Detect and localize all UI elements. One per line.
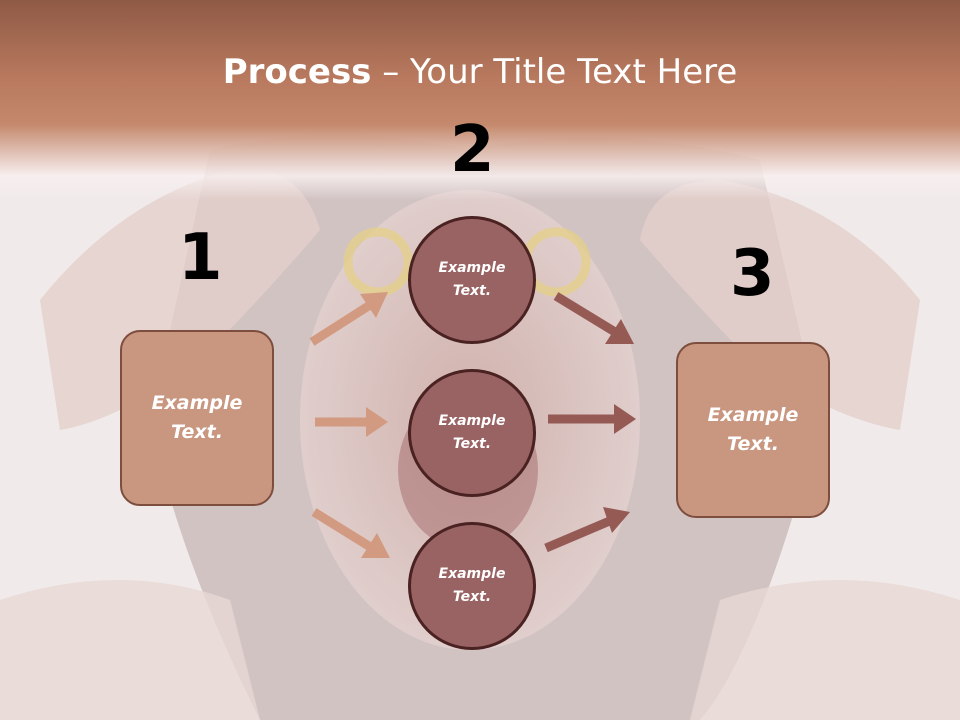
step-3-box: Example Text. xyxy=(676,342,830,518)
step-number-1: 1 xyxy=(178,221,223,295)
arrow-left-middle xyxy=(315,407,388,437)
step-2-text-bottom: Example Text. xyxy=(438,566,506,605)
arrow-right-middle xyxy=(548,404,636,434)
title-bold: Process xyxy=(222,52,372,92)
step-2-circle-bottom: Example Text. xyxy=(408,522,536,650)
arrow-right-bottom xyxy=(544,507,630,553)
step-2-text-middle: Example Text. xyxy=(438,413,506,452)
step-2-text-top: Example Text. xyxy=(438,260,506,299)
page-title: Process – Your Title Text Here xyxy=(0,52,960,92)
arrow-left-top xyxy=(309,292,388,346)
step-3-text: Example Text. xyxy=(707,404,799,455)
step-number-2: 2 xyxy=(450,113,495,187)
title-rest: – Your Title Text Here xyxy=(371,52,738,92)
header-band xyxy=(0,0,960,200)
step-1-box: Example Text. xyxy=(120,330,274,506)
arrow-left-bottom xyxy=(311,508,390,558)
arrow-right-top xyxy=(553,292,634,344)
step-2-circle-top: Example Text. xyxy=(408,216,536,344)
step-2-circle-middle: Example Text. xyxy=(408,369,536,497)
step-number-3: 3 xyxy=(730,237,775,311)
step-1-text: Example Text. xyxy=(151,392,243,443)
